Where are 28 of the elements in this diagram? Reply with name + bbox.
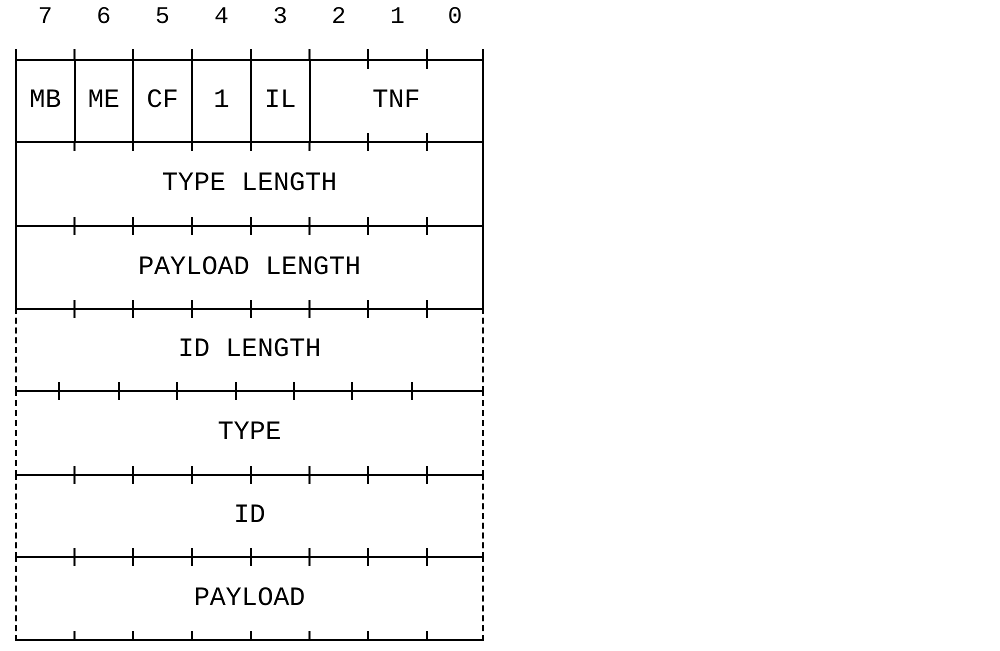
- field-label: TYPE: [218, 418, 282, 448]
- bit-number: 1: [390, 6, 405, 30]
- bit-number: 6: [96, 6, 111, 30]
- type-name-format-field: [308, 59, 484, 143]
- field-label: TNF: [372, 86, 420, 116]
- flag-bit-field: [15, 59, 76, 143]
- bit-number: 0: [448, 6, 462, 30]
- field-label: ID: [234, 501, 266, 531]
- byte-field: [15, 390, 484, 476]
- field-label: MB: [29, 86, 62, 116]
- bit-number: 2: [332, 6, 346, 30]
- byte-field: [15, 556, 484, 641]
- field-label: CF: [146, 86, 178, 116]
- byte-field: [15, 474, 484, 558]
- field-label: PAYLOAD LENGTH: [138, 252, 361, 282]
- field-label: PAYLOAD: [194, 584, 306, 614]
- bit-number: 5: [155, 6, 170, 30]
- field-label: ME: [88, 86, 120, 116]
- field-label: 1: [214, 86, 230, 116]
- bit-number: 7: [38, 6, 52, 30]
- byte-field: [15, 141, 484, 227]
- field-label: TYPE LENGTH: [162, 169, 337, 199]
- bit-number: 3: [273, 6, 288, 30]
- byte-field: [15, 225, 484, 310]
- byte-field: [15, 308, 484, 392]
- field-label: ID LENGTH: [178, 335, 322, 365]
- field-label: IL: [264, 86, 296, 116]
- bit-number: 4: [214, 6, 229, 30]
